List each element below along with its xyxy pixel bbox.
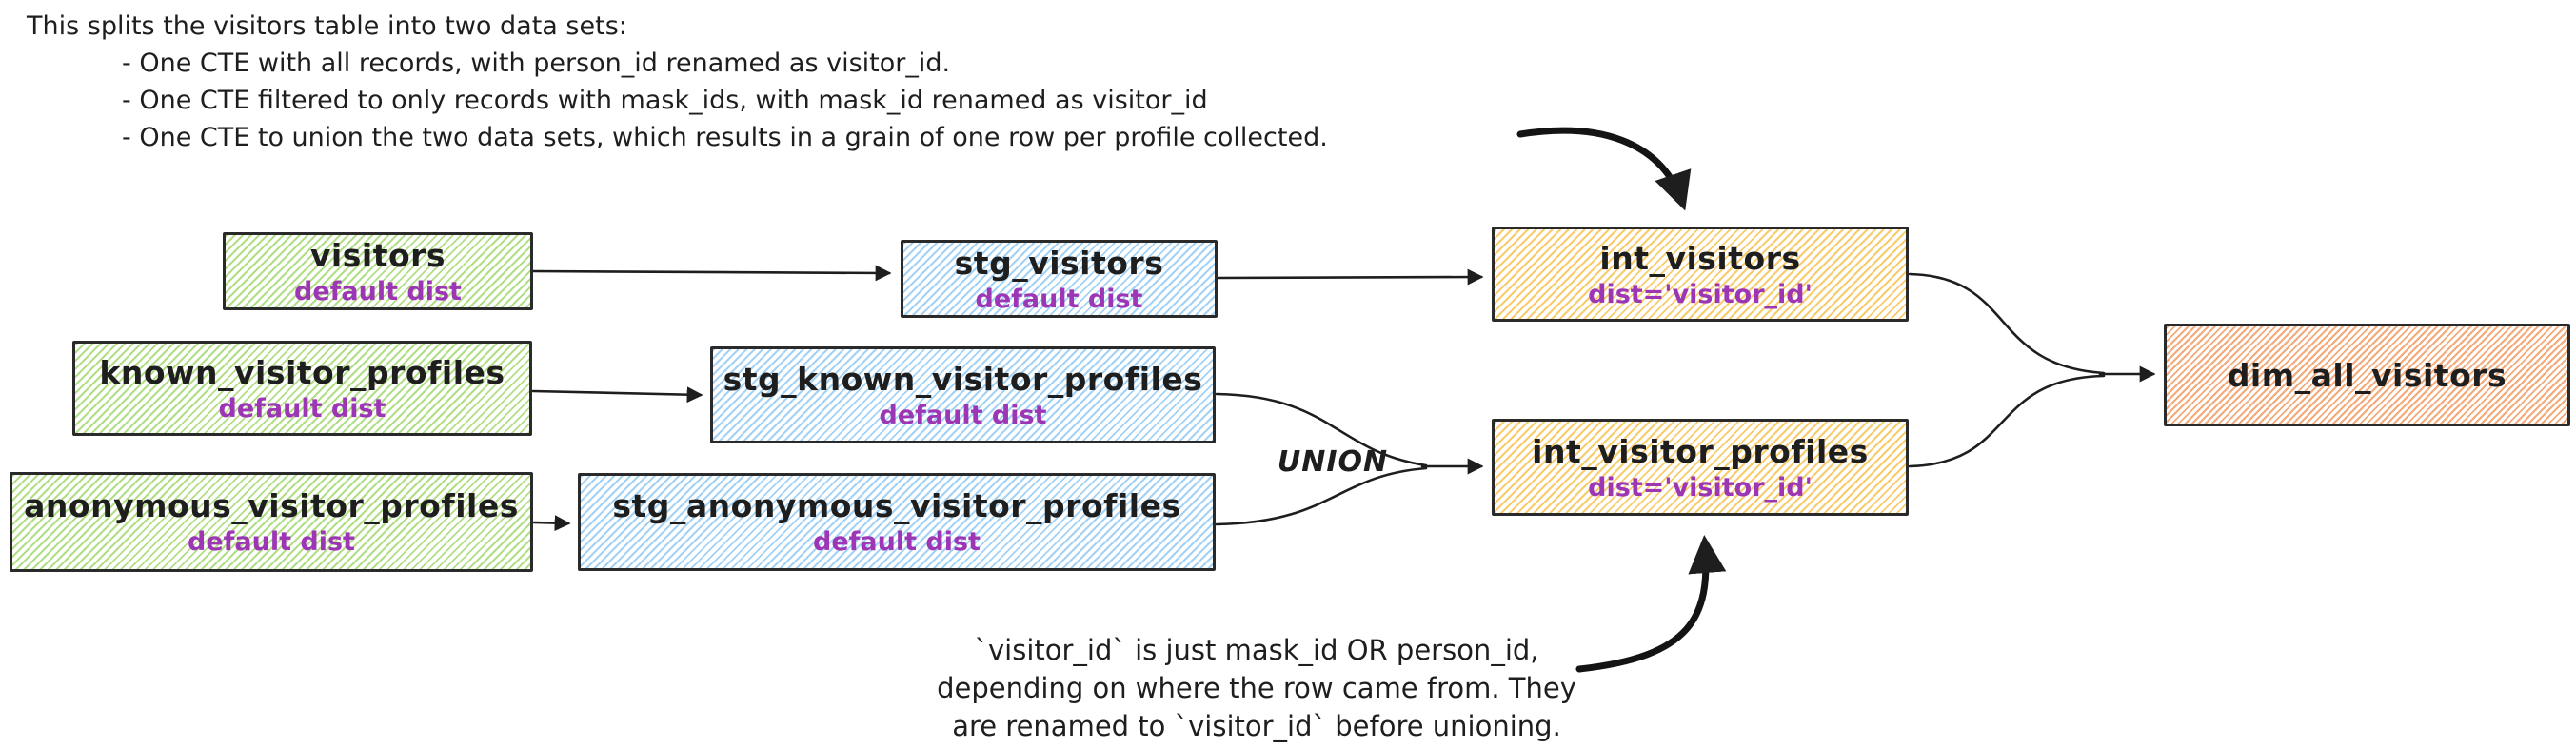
node-subtitle: default dist <box>813 527 981 557</box>
top-annotation-intro: This splits the visitors table into two … <box>27 11 627 41</box>
node-title: int_visitor_profiles <box>1532 432 1869 470</box>
node-int-visitors: int_visitors dist='visitor_id' <box>1492 227 1909 322</box>
annotation-arrow-to-int-visitors <box>1516 127 1692 211</box>
node-dim-all-visitors: dim_all_visitors <box>2164 324 2570 426</box>
node-title: stg_visitors <box>954 244 1164 282</box>
node-stg-known-visitor-profiles: stg_known_visitor_profiles default dist <box>710 346 1216 443</box>
node-subtitle: dist='visitor_id' <box>1588 279 1813 309</box>
union-label: UNION <box>1277 445 1389 479</box>
node-title: dim_all_visitors <box>2227 356 2507 394</box>
node-anonymous-visitor-profiles: anonymous_visitor_profiles default dist <box>10 472 533 572</box>
top-annotation-bullet-3: - One CTE to union the two data sets, wh… <box>122 123 1328 152</box>
bottom-annotation-line-2: depending on where the row came from. Th… <box>937 672 1576 704</box>
arrow-stg-visitors-to-int-visitors <box>1217 268 1484 286</box>
node-title: int_visitors <box>1599 239 1801 277</box>
bottom-annotation-line-3: are renamed to `visitor_id` before union… <box>952 710 1561 742</box>
node-subtitle: default dist <box>879 400 1047 430</box>
bottom-annotation-line-1: `visitor_id` is just mask_id OR person_i… <box>974 634 1539 666</box>
top-annotation-bullet-1: - One CTE with all records, with person_… <box>122 49 951 78</box>
node-subtitle: default dist <box>188 527 355 557</box>
node-title: stg_anonymous_visitor_profiles <box>612 487 1181 524</box>
node-known-visitor-profiles: known_visitor_profiles default dist <box>72 341 532 436</box>
arrow-known-to-stg-known <box>531 386 703 404</box>
node-stg-visitors: stg_visitors default dist <box>901 240 1218 318</box>
node-visitors: visitors default dist <box>223 232 533 310</box>
top-annotation-bullet-2: - One CTE filtered to only records with … <box>122 86 1208 115</box>
node-title: visitors <box>309 236 446 274</box>
node-title: known_visitor_profiles <box>99 353 505 391</box>
curve-int-visitors-to-merge <box>1908 272 2106 375</box>
node-stg-anonymous-visitor-profiles: stg_anonymous_visitor_profiles default d… <box>578 473 1216 571</box>
top-annotation: This splits the visitors table into two … <box>27 8 1328 156</box>
node-title: anonymous_visitor_profiles <box>24 487 519 524</box>
node-subtitle: default dist <box>975 284 1143 314</box>
curve-int-visitor-profiles-to-merge <box>1908 374 2106 468</box>
arrow-visitors-to-stg-visitors <box>531 265 892 282</box>
node-int-visitor-profiles: int_visitor_profiles dist='visitor_id' <box>1492 419 1909 516</box>
node-subtitle: dist='visitor_id' <box>1588 472 1813 503</box>
node-subtitle: default dist <box>294 276 462 306</box>
node-title: stg_known_visitor_profiles <box>723 360 1203 398</box>
arrow-anon-to-stg-anon <box>532 515 571 532</box>
bottom-annotation: `visitor_id` is just mask_id OR person_i… <box>914 631 1599 745</box>
node-subtitle: default dist <box>218 393 386 424</box>
